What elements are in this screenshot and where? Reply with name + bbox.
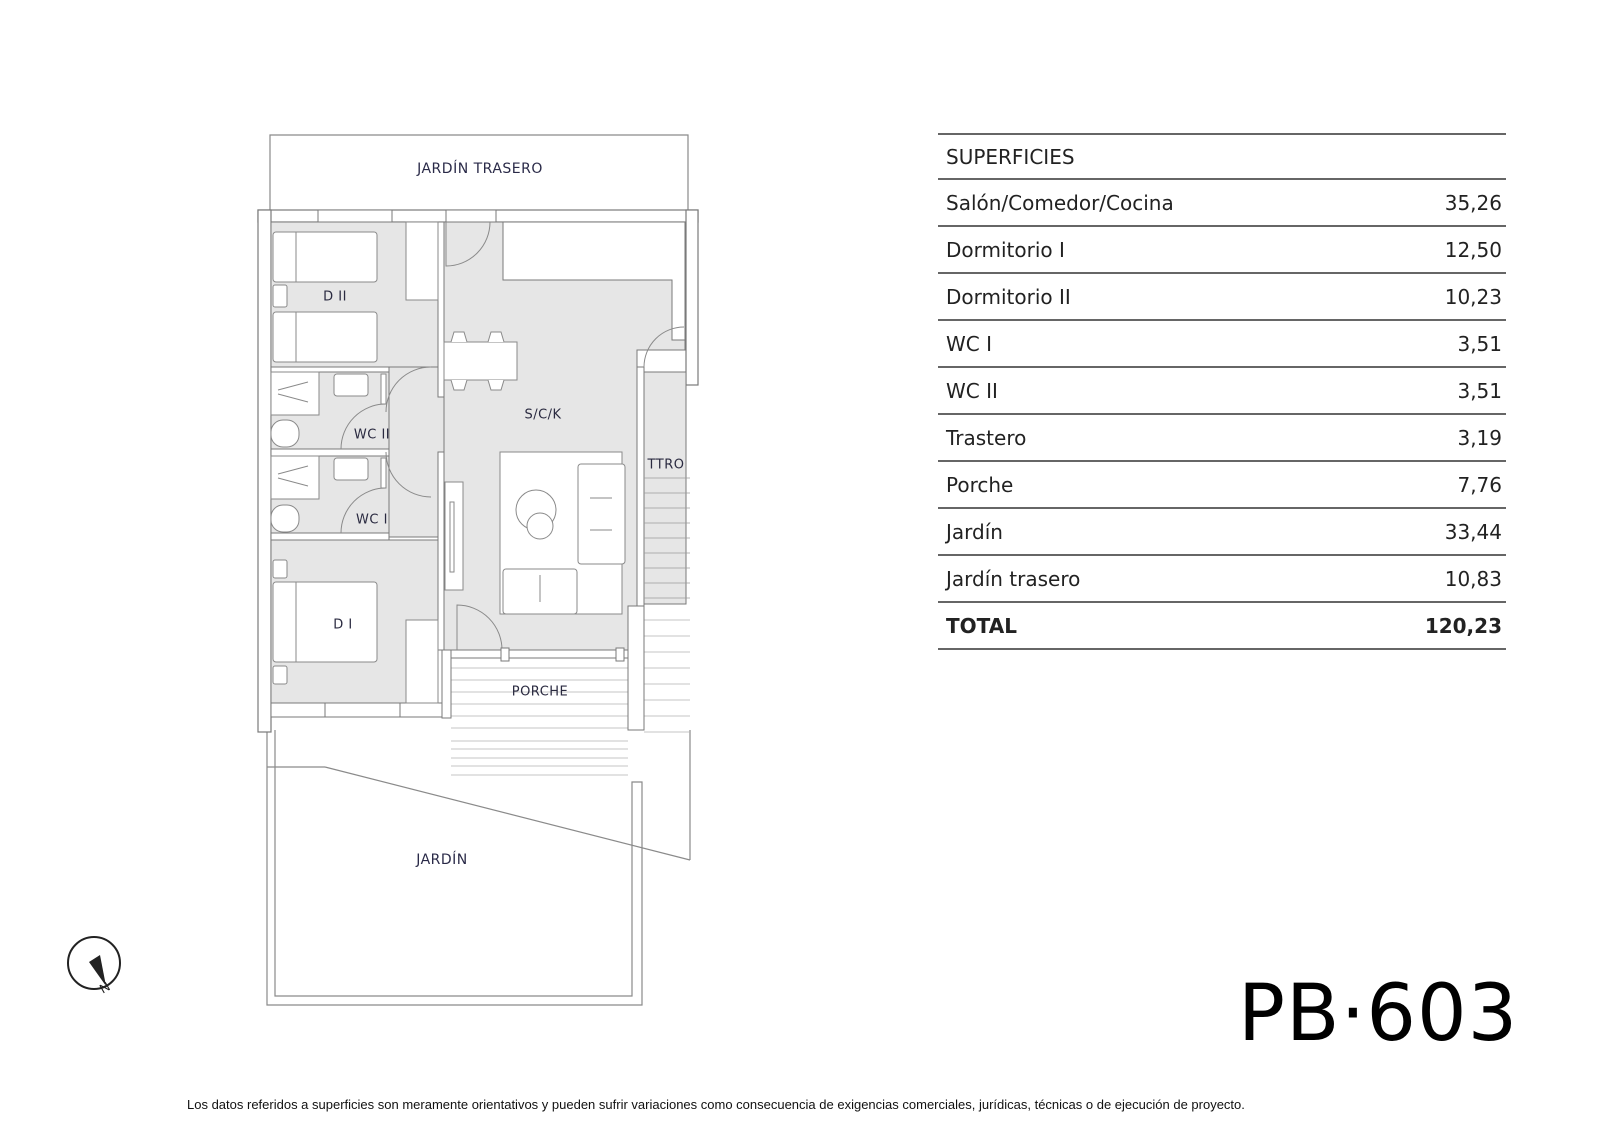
row-label: Salón/Comedor/Cocina	[946, 190, 1174, 215]
row-label: Porche	[946, 472, 1014, 497]
floor-plan-drawing	[257, 134, 699, 1006]
table-row: Dormitorio I 12,50	[938, 227, 1506, 274]
table-row: Jardín trasero 10,83	[938, 556, 1506, 603]
total-value: 120,23	[1424, 613, 1502, 638]
row-value: 3,51	[1457, 378, 1502, 403]
row-label: Jardín trasero	[946, 566, 1081, 591]
room-label-sck: S/C/K	[524, 407, 562, 423]
row-label: Dormitorio I	[946, 237, 1065, 262]
table-row: Trastero 3,19	[938, 415, 1506, 462]
row-value: 10,23	[1444, 284, 1502, 309]
table-title: SUPERFICIES	[946, 144, 1075, 169]
room-label-jardin-trasero: JARDÍN TRASERO	[417, 161, 543, 177]
unit-identifier: PB·603	[1238, 969, 1519, 1059]
disclaimer-text: Los datos referidos a superficies son me…	[187, 1097, 1245, 1112]
room-label-wc-ii: WC II	[353, 427, 391, 443]
row-label: Dormitorio II	[946, 284, 1071, 309]
total-label: TOTAL	[946, 613, 1017, 638]
superficies-table: SUPERFICIES Salón/Comedor/Cocina 35,26 D…	[938, 133, 1506, 650]
row-value: 3,51	[1457, 331, 1502, 356]
room-label-d-i: D I	[333, 617, 353, 633]
row-value: 33,44	[1444, 519, 1502, 544]
floor-plan: JARDÍN TRASERO D II WC II WC I D I S/C/K…	[0, 0, 760, 1060]
row-value: 3,19	[1457, 425, 1502, 450]
table-row: WC I 3,51	[938, 321, 1506, 368]
table-row: Dormitorio II 10,23	[938, 274, 1506, 321]
table-row: Porche 7,76	[938, 462, 1506, 509]
room-label-jardin: JARDÍN	[416, 852, 468, 868]
room-label-porche: PORCHE	[511, 684, 569, 700]
table-row: WC II 3,51	[938, 368, 1506, 415]
row-value: 35,26	[1444, 190, 1502, 215]
table-total-row: TOTAL 120,23	[938, 603, 1506, 650]
room-label-wc-i: WC I	[356, 512, 388, 528]
north-arrow-icon	[67, 936, 121, 990]
row-label: Jardín	[946, 519, 1003, 544]
table-row: Salón/Comedor/Cocina 35,26	[938, 180, 1506, 227]
row-value: 10,83	[1444, 566, 1502, 591]
row-value: 12,50	[1444, 237, 1502, 262]
row-label: WC I	[946, 331, 992, 356]
row-label: Trastero	[946, 425, 1027, 450]
row-value: 7,76	[1457, 472, 1502, 497]
row-label: WC II	[946, 378, 998, 403]
table-header: SUPERFICIES	[938, 133, 1506, 180]
room-label-ttro: TTRO	[647, 457, 685, 473]
room-label-d-ii: D II	[323, 289, 347, 305]
table-row: Jardín 33,44	[938, 509, 1506, 556]
